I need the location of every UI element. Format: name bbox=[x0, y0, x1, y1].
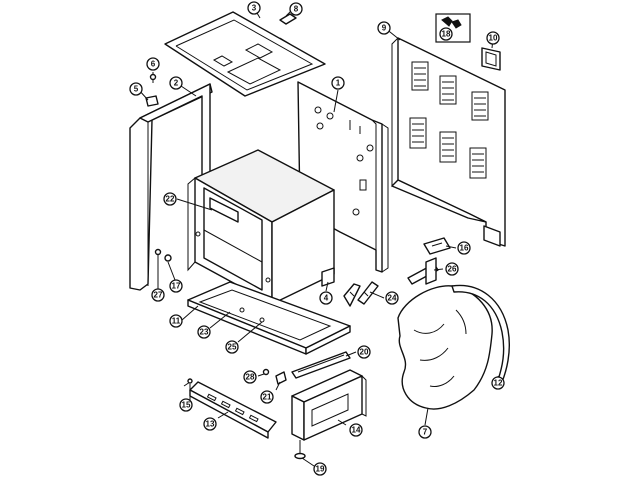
callout-25: 25 bbox=[225, 340, 239, 354]
svg-text:18: 18 bbox=[442, 30, 451, 39]
callout-17: 17 bbox=[169, 279, 183, 293]
callout-11: 11 bbox=[169, 314, 183, 328]
clip-21 bbox=[275, 371, 287, 385]
svg-text:7: 7 bbox=[423, 428, 428, 437]
callout-26: 26 bbox=[445, 262, 459, 276]
leader-lines bbox=[137, 7, 501, 426]
svg-text:22: 22 bbox=[166, 195, 175, 204]
svg-text:6: 6 bbox=[151, 60, 156, 69]
terminal-block bbox=[435, 13, 471, 43]
callout-1: 1 bbox=[331, 76, 345, 90]
callout-4: 4 bbox=[319, 291, 333, 305]
svg-text:13: 13 bbox=[206, 420, 215, 429]
svg-text:15: 15 bbox=[182, 401, 191, 410]
callout-5: 5 bbox=[129, 82, 143, 96]
svg-text:5: 5 bbox=[134, 85, 139, 94]
callout-2: 2 bbox=[169, 76, 183, 90]
svg-text:20: 20 bbox=[360, 348, 369, 357]
top-panel bbox=[164, 11, 326, 97]
callout-22: 22 bbox=[163, 192, 177, 206]
callout-6: 6 bbox=[146, 57, 160, 71]
callout-16: 16 bbox=[457, 241, 471, 255]
mount-bracket bbox=[321, 267, 335, 287]
bracket-box bbox=[291, 369, 367, 441]
callout-12: 12 bbox=[491, 376, 505, 390]
callout-15: 15 bbox=[179, 398, 193, 412]
rail-bar bbox=[291, 351, 351, 379]
callout-7: 7 bbox=[418, 425, 432, 439]
svg-text:12: 12 bbox=[494, 379, 503, 388]
callout-23: 23 bbox=[197, 325, 211, 339]
screw-15 bbox=[183, 378, 193, 387]
svg-text:23: 23 bbox=[200, 328, 209, 337]
leveling-leg bbox=[294, 440, 306, 460]
callout-20: 20 bbox=[357, 345, 371, 359]
callout-9: 9 bbox=[377, 21, 391, 35]
screw bbox=[149, 73, 157, 83]
back-panel bbox=[391, 37, 506, 247]
callout-3: 3 bbox=[247, 1, 261, 15]
callout-18: 18 bbox=[439, 27, 453, 41]
svg-text:26: 26 bbox=[448, 265, 457, 274]
svg-text:17: 17 bbox=[172, 282, 181, 291]
bracket-small bbox=[145, 95, 159, 107]
svg-text:19: 19 bbox=[316, 465, 325, 474]
callout-21: 21 bbox=[260, 390, 274, 404]
svg-text:21: 21 bbox=[263, 393, 272, 402]
svg-text:14: 14 bbox=[352, 426, 361, 435]
svg-text:10: 10 bbox=[489, 34, 498, 43]
svg-text:16: 16 bbox=[460, 244, 469, 253]
clip-part bbox=[279, 13, 297, 25]
callout-8: 8 bbox=[289, 2, 303, 16]
callout-19: 19 bbox=[313, 462, 327, 476]
svg-text:1: 1 bbox=[336, 79, 341, 88]
insulation-blanket bbox=[397, 285, 493, 410]
screw-28 bbox=[262, 368, 270, 376]
hinge-bracket bbox=[343, 281, 379, 307]
square-plate bbox=[481, 47, 501, 71]
svg-text:8: 8 bbox=[294, 5, 299, 14]
callouts: 3 8 9 18 10 6 2 1 5 22 16 26 17 27 4 24 … bbox=[129, 1, 505, 476]
svg-text:3: 3 bbox=[252, 4, 257, 13]
fastener-27 bbox=[154, 248, 162, 262]
latch-bracket bbox=[423, 237, 451, 255]
callout-28: 28 bbox=[243, 370, 257, 384]
callout-14: 14 bbox=[349, 423, 363, 437]
svg-text:4: 4 bbox=[324, 294, 329, 303]
support-bracket bbox=[407, 257, 439, 285]
kick-panel bbox=[189, 381, 277, 439]
svg-text:9: 9 bbox=[382, 24, 387, 33]
svg-text:11: 11 bbox=[172, 317, 181, 326]
svg-text:28: 28 bbox=[246, 373, 255, 382]
svg-text:27: 27 bbox=[154, 291, 163, 300]
callout-13: 13 bbox=[203, 417, 217, 431]
fastener-17 bbox=[164, 254, 172, 262]
callout-10: 10 bbox=[486, 31, 500, 45]
svg-text:2: 2 bbox=[174, 79, 179, 88]
callout-27: 27 bbox=[151, 288, 165, 302]
svg-text:25: 25 bbox=[228, 343, 237, 352]
svg-text:24: 24 bbox=[388, 294, 397, 303]
callout-24: 24 bbox=[385, 291, 399, 305]
oven-cavity bbox=[187, 149, 335, 305]
bottom-pan bbox=[187, 281, 351, 355]
